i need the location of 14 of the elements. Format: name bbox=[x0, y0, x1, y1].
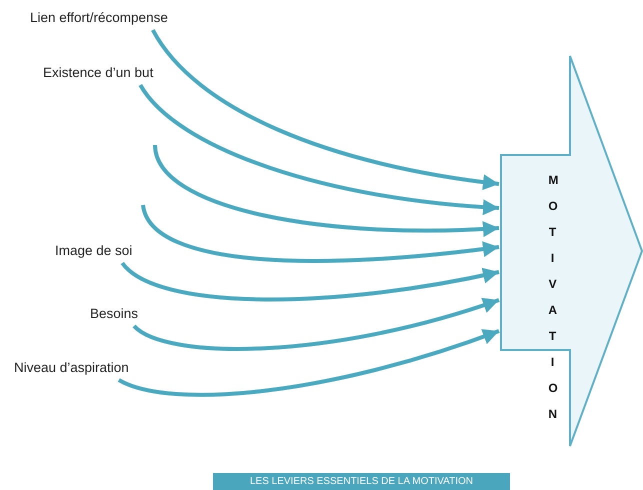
lever-label: Besoins bbox=[90, 306, 138, 322]
lever-label: Niveau d’aspiration bbox=[14, 360, 129, 376]
lever-label: Existence d’un but bbox=[43, 65, 154, 81]
curved-arrow bbox=[132, 297, 500, 351]
curved-arrow bbox=[153, 144, 500, 237]
curved-arrow bbox=[151, 28, 500, 190]
curved-arrow bbox=[118, 328, 500, 397]
vertical-label: MOTIVATION bbox=[547, 172, 566, 423]
lever-label: Lien effort/récompense bbox=[30, 10, 168, 26]
curved-arrow bbox=[120, 262, 500, 302]
curved-arrow bbox=[138, 84, 500, 215]
lever-label: Image de soi bbox=[55, 243, 132, 259]
curved-arrow bbox=[141, 204, 500, 263]
caption-banner: LES LEVIERS ESSENTIELS DE LA MOTIVATION bbox=[213, 473, 510, 490]
